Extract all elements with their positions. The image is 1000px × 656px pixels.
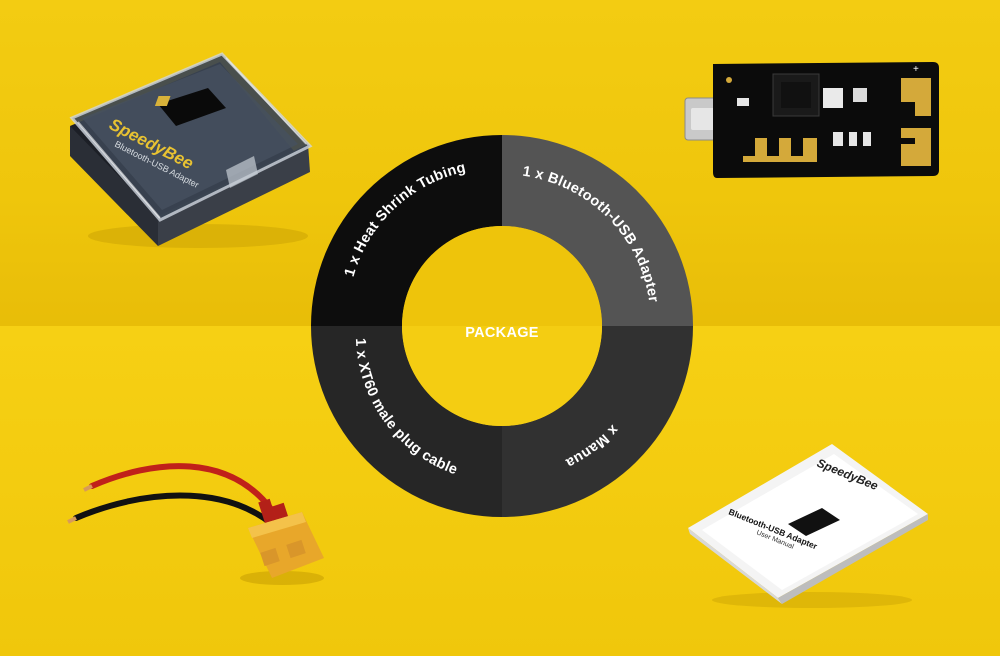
adapter-board-image: +: [684, 62, 939, 178]
segment-manual: [502, 326, 693, 517]
plastic-box-image: SpeedyBee Bluetooth-USB Adapter: [69, 52, 313, 248]
svg-text:+: +: [913, 64, 919, 75]
segment-xt60: [311, 326, 502, 517]
segment-heat-shrink: [311, 135, 502, 326]
manual-image: SpeedyBee Bluetooth-USB Adapter User Man…: [688, 444, 928, 608]
xt60-cable-image: [67, 463, 324, 585]
segment-adapter: [502, 135, 693, 326]
package-title: PACKAGE: [465, 325, 539, 341]
